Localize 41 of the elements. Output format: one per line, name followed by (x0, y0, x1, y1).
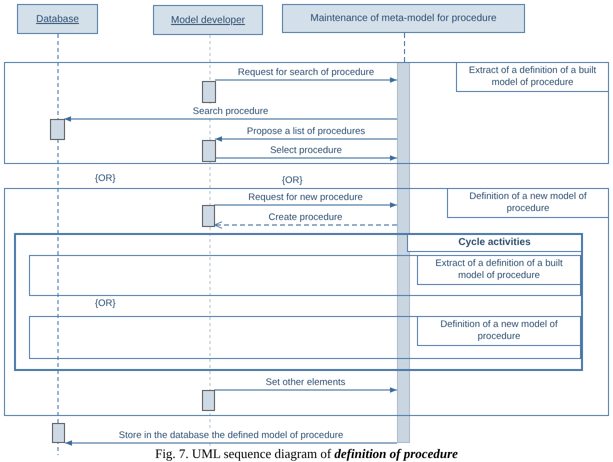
message-arrow (214, 77, 398, 83)
fragment-label: Definition of a new model of procedure (447, 189, 608, 218)
return-message-arrow (214, 221, 398, 229)
message-arrow (214, 136, 398, 142)
fragment-label: Extract of a definition of a built model of procedure (456, 63, 608, 92)
guard-label: {OR} (95, 173, 116, 184)
message-label: Search procedure (190, 106, 270, 117)
message-label: Propose a list of procedures (244, 126, 368, 137)
activation-bar (52, 423, 65, 443)
activation-bar (397, 62, 410, 443)
message-label: Store in the database the defined model of procedure (116, 430, 346, 441)
fragment-frame (4, 188, 609, 416)
fragment-frame (29, 316, 581, 359)
message-arrow (64, 116, 398, 122)
activation-bar (50, 119, 65, 140)
activation-bar (202, 140, 216, 162)
fragment-label: Definition of a new model of procedure (417, 317, 580, 346)
loop-frame (14, 233, 583, 371)
activation-bar (202, 390, 215, 411)
participant-box: Database (17, 4, 98, 34)
message-arrow (214, 155, 398, 161)
message-label: Select procedure (268, 145, 344, 156)
figure-caption: Fig. 7. UML sequence diagram of definition of procedure (154, 446, 459, 462)
fragment-label: Extract of a definition of a built model of procedure (417, 256, 580, 285)
guard-label: {OR} (95, 298, 116, 309)
activation-bar (202, 81, 216, 103)
guard-label: {OR} (282, 175, 303, 186)
fragment-frame (29, 255, 581, 296)
participant-box: Model developer (153, 5, 263, 35)
fragment-frame (4, 62, 609, 164)
message-label: Create procedure (266, 212, 344, 223)
lifeline (404, 32, 405, 62)
activation-bar (202, 205, 215, 227)
message-arrow (214, 387, 398, 393)
message-label: Request for new procedure (246, 192, 365, 203)
loop-label: Cycle activities (407, 235, 581, 252)
message-label: Request for search of procedure (236, 67, 376, 78)
message-arrow (214, 202, 398, 208)
message-arrow (64, 440, 398, 446)
participant-box: Maintenance of meta-model for procedure (282, 4, 525, 33)
message-label: Set other elements (264, 377, 348, 388)
